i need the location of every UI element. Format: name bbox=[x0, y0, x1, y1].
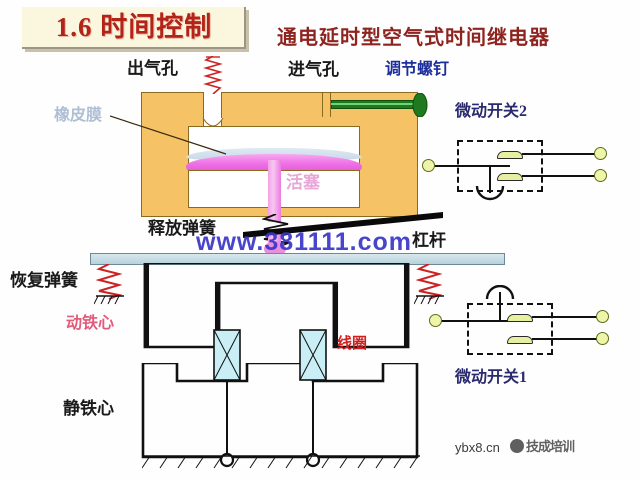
label-air-inlet: 进气孔 bbox=[288, 60, 339, 79]
adjust-screw-highlight bbox=[331, 103, 417, 105]
label-air-outlet: 出气孔 bbox=[127, 59, 178, 78]
micro-switch-2-terminal-upper[interactable] bbox=[594, 147, 607, 160]
micro-switch-2-common-wire bbox=[432, 165, 510, 167]
micro-switch-2-common-terminal[interactable] bbox=[422, 159, 435, 172]
air-inlet-channel-right bbox=[330, 92, 331, 117]
micro-switch-2-terminal-lower[interactable] bbox=[594, 169, 607, 182]
coil-left-terminal bbox=[219, 452, 235, 468]
adjust-screw-knob bbox=[412, 93, 428, 117]
label-restore-spring: 恢复弹簧 bbox=[10, 271, 78, 290]
micro-switch-1-lower-wire bbox=[532, 338, 600, 340]
badge-dot-icon bbox=[510, 439, 524, 453]
micro-switch-2-contact-lower[interactable] bbox=[497, 173, 523, 181]
static-iron-core bbox=[141, 363, 419, 459]
label-release-spring: 释放弹簧 bbox=[148, 219, 216, 238]
label-lever: 杠杆 bbox=[412, 231, 446, 250]
restore-spring-left-ground bbox=[94, 295, 124, 305]
title-plate bbox=[22, 7, 246, 49]
armature-plate bbox=[90, 253, 505, 265]
micro-switch-1-actuator-arc bbox=[485, 285, 515, 300]
label-adjust-screw: 调节螺钉 bbox=[385, 61, 450, 78]
label-coil: 线圈 bbox=[337, 336, 368, 352]
piston-rod bbox=[268, 160, 281, 222]
label-rubber-membrane: 橡皮膜 bbox=[54, 107, 103, 124]
micro-switch-1-common-wire bbox=[440, 320, 522, 322]
moving-iron-core bbox=[143, 263, 410, 349]
restore-spring-right-ground bbox=[414, 295, 444, 305]
restore-spring-right-icon bbox=[416, 264, 442, 300]
coil-right bbox=[299, 329, 327, 381]
label-micro-switch-1: 微动开关1 bbox=[455, 369, 528, 386]
micro-switch-2-actuator-arc bbox=[475, 186, 505, 201]
air-outlet-spring-icon bbox=[203, 56, 223, 94]
coil-right-terminal bbox=[305, 452, 321, 468]
label-moving-core: 动铁心 bbox=[66, 315, 115, 332]
micro-switch-1-contact-lower[interactable] bbox=[507, 336, 533, 344]
micro-switch-1-plunger bbox=[499, 292, 501, 322]
coil-left bbox=[213, 329, 241, 381]
coil-left-lead bbox=[226, 380, 228, 456]
watermark-badge: 技成培训 bbox=[510, 436, 636, 466]
micro-switch-2-lower-wire bbox=[522, 175, 598, 177]
badge-text: 技成培训 bbox=[526, 439, 575, 454]
micro-switch-2-plunger bbox=[489, 165, 491, 193]
micro-switch-1-housing bbox=[467, 303, 553, 355]
label-static-core: 静铁心 bbox=[63, 399, 114, 418]
micro-switch-1-common-terminal[interactable] bbox=[429, 314, 442, 327]
watermark-main: www.381111.com bbox=[196, 228, 412, 256]
label-piston: 活塞 bbox=[286, 173, 320, 192]
restore-spring-left-icon bbox=[96, 264, 122, 300]
label-micro-switch-2: 微动开关2 bbox=[455, 103, 528, 120]
slide-heading: 通电延时型空气式时间继电器 bbox=[277, 27, 550, 49]
micro-switch-2-contact-upper[interactable] bbox=[497, 151, 523, 159]
micro-switch-1-terminal-upper[interactable] bbox=[596, 310, 609, 323]
coil-right-lead bbox=[312, 380, 314, 456]
ground-hatching bbox=[142, 455, 420, 469]
watermark-site: ybx8.cn bbox=[455, 440, 500, 455]
micro-switch-2-upper-wire bbox=[522, 153, 598, 155]
micro-switch-1-terminal-lower[interactable] bbox=[596, 332, 609, 345]
air-inlet-channel-left bbox=[322, 92, 323, 117]
micro-switch-1-upper-wire bbox=[532, 316, 600, 318]
micro-switch-1-contact-upper[interactable] bbox=[507, 314, 533, 322]
rubber-membrane-leader-line bbox=[110, 115, 227, 155]
page-title: 1.6 时间控制 bbox=[55, 12, 213, 42]
